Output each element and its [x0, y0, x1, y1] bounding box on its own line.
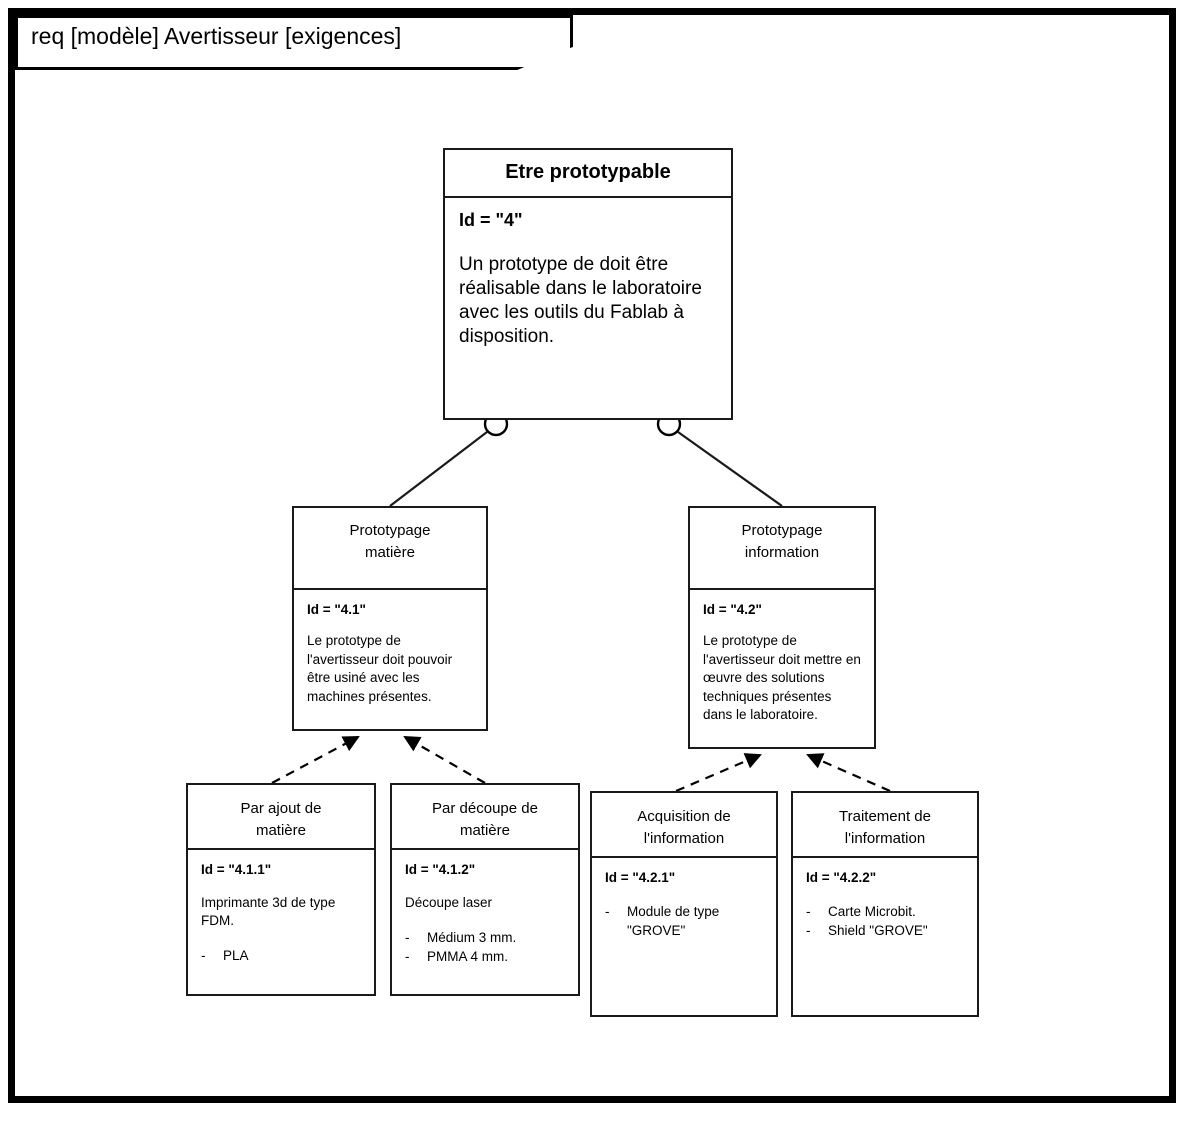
- requirement-bullet-item: - Shield "GROVE": [806, 921, 964, 940]
- requirement-id: Id = "4.2": [703, 602, 762, 617]
- requirement-description: Le prototype de l'avertisseur doit mettr…: [703, 633, 861, 722]
- requirement-block-etre-prototypable[interactable]: Etre prototypable Id = "4" Un prototype …: [443, 148, 733, 420]
- requirement-description: Un prototype de doit être réalisable dan…: [459, 254, 702, 347]
- bullet-dash-marker: -: [405, 949, 410, 964]
- requirement-block-par-decoupe-de-matiere[interactable]: Par découpe de matière Id = "4.1.2" Déco…: [390, 783, 580, 996]
- requirement-header: Etre prototypable: [445, 150, 731, 198]
- requirement-description: Imprimante 3d de type FDM.: [201, 895, 336, 928]
- bullet-dash-marker: -: [605, 904, 610, 919]
- requirement-id: Id = "4.1": [307, 602, 366, 617]
- requirement-title: Par ajout de matière: [240, 800, 322, 839]
- requirement-body: Id = "4.1" Le prototype de l'avertisseur…: [294, 590, 486, 729]
- requirement-bullet-list: - Module de type "GROVE": [605, 902, 763, 940]
- bullet-dash-marker: -: [806, 923, 811, 938]
- requirement-bullet-list: - PLA: [201, 946, 361, 965]
- bullet-text: Médium 3 mm.: [427, 930, 517, 945]
- requirement-header: Prototypage information: [690, 508, 874, 590]
- requirement-description: Découpe laser: [405, 895, 493, 910]
- requirement-title: Etre prototypable: [505, 161, 671, 183]
- requirement-body: Id = "4" Un prototype de doit être réali…: [445, 198, 731, 418]
- bullet-text: Carte Microbit.: [828, 904, 916, 919]
- requirement-description: Le prototype de l'avertisseur doit pouvo…: [307, 633, 453, 704]
- bullet-dash-marker: -: [405, 930, 410, 945]
- requirement-block-prototypage-matiere[interactable]: Prototypage matière Id = "4.1" Le protot…: [292, 506, 488, 731]
- requirement-bullet-item: - Module de type "GROVE": [605, 902, 763, 940]
- requirement-header: Acquisition de l'information: [592, 793, 776, 858]
- requirement-body: Id = "4.1.1" Imprimante 3d de type FDM. …: [188, 850, 374, 994]
- bullet-text: PMMA 4 mm.: [427, 949, 509, 964]
- requirement-block-acquisition-de-linformation[interactable]: Acquisition de l'information Id = "4.2.1…: [590, 791, 778, 1017]
- requirement-id: Id = "4.2.1": [605, 870, 676, 885]
- requirement-id: Id = "4.2.2": [806, 870, 877, 885]
- requirement-body: Id = "4.1.2" Découpe laser - Médium 3 mm.…: [392, 850, 578, 994]
- bullet-text: Module de type "GROVE": [627, 904, 720, 938]
- requirement-id: Id = "4.1.1": [201, 862, 272, 877]
- requirement-header: Par découpe de matière: [392, 785, 578, 850]
- requirement-header: Par ajout de matière: [188, 785, 374, 850]
- requirement-header: Prototypage matière: [294, 508, 486, 590]
- requirement-bullet-item: - PLA: [201, 946, 361, 965]
- requirement-title: Prototypage information: [741, 522, 823, 561]
- requirement-bullet-item: - PMMA 4 mm.: [405, 947, 565, 966]
- bullet-dash-marker: -: [201, 948, 206, 963]
- requirement-bullet-item: - Carte Microbit.: [806, 902, 964, 921]
- bullet-text: PLA: [223, 948, 249, 963]
- requirement-bullet-list: - Carte Microbit. - Shield "GROVE": [806, 902, 964, 940]
- requirement-title: Prototypage matière: [349, 522, 431, 561]
- requirement-body: Id = "4.2.1" - Module de type "GROVE": [592, 858, 776, 1015]
- diagram-title-tab: [15, 15, 573, 70]
- requirement-id: Id = "4": [459, 210, 523, 230]
- diagram-title-label: req [modèle] Avertisseur [exigences]: [31, 23, 402, 49]
- requirement-title: Par découpe de matière: [432, 800, 538, 839]
- requirement-header: Traitement de l'information: [793, 793, 977, 858]
- bullet-text: Shield "GROVE": [828, 923, 928, 938]
- requirement-bullet-item: - Médium 3 mm.: [405, 928, 565, 947]
- requirement-body: Id = "4.2.2" - Carte Microbit. - Shield "GR…: [793, 858, 977, 1015]
- requirement-block-prototypage-information[interactable]: Prototypage information Id = "4.2" Le pr…: [688, 506, 876, 749]
- requirement-bullet-list: - Médium 3 mm. - PMMA 4 mm.: [405, 928, 565, 966]
- bullet-dash-marker: -: [806, 904, 811, 919]
- requirement-block-par-ajout-de-matiere[interactable]: Par ajout de matière Id = "4.1.1" Imprim…: [186, 783, 376, 996]
- requirement-body: Id = "4.2" Le prototype de l'avertisseur…: [690, 590, 874, 747]
- requirement-id: Id = "4.1.2": [405, 862, 476, 877]
- requirement-block-traitement-de-linformation[interactable]: Traitement de l'information Id = "4.2.2"…: [791, 791, 979, 1017]
- requirement-title: Traitement de l'information: [839, 808, 931, 847]
- requirement-title: Acquisition de l'information: [637, 808, 731, 847]
